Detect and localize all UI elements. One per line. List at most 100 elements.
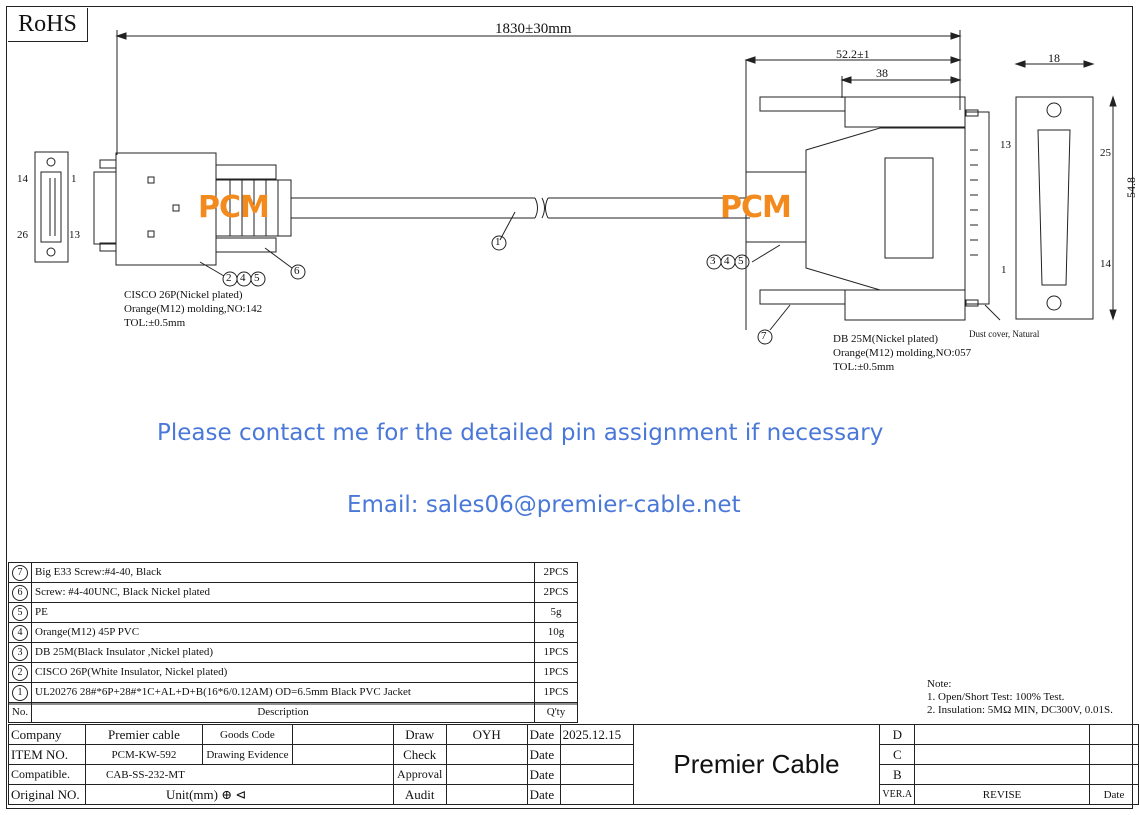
part-quantity: 5g xyxy=(534,602,578,623)
db25-connector-side xyxy=(744,56,990,330)
pin-assignment-notice: Please contact me for the detailed pin a… xyxy=(157,420,884,446)
revise-label: REVISE xyxy=(914,784,1090,805)
check-label: Check xyxy=(392,744,447,765)
right-connector-line-3: TOL:±0.5mm xyxy=(833,361,895,373)
part-description: DB 25M(Black Insulator ,Nickel plated) xyxy=(31,642,535,663)
cisco-face-view xyxy=(34,151,69,263)
note-insulation: 2. Insulation: 5MΩ MIN, DC300V, 0.01S. xyxy=(927,704,1113,716)
part-number-circle: 3 xyxy=(12,645,28,661)
approval-label: Approval xyxy=(392,764,447,785)
left-connector-line-3: TOL:±0.5mm xyxy=(124,317,186,329)
item-no-label: ITEM NO. xyxy=(8,744,86,765)
part-number: 5 xyxy=(8,602,32,623)
unit-label: Unit(mm) ⊕ ⊲ xyxy=(84,784,394,805)
date-label-4: Date xyxy=(526,784,561,805)
part-number: 2 xyxy=(8,662,32,683)
part-description: PE xyxy=(31,602,535,623)
date-label-2: Date xyxy=(526,744,561,765)
note-title: Note: xyxy=(927,678,952,690)
callout-4b-num: 4 xyxy=(724,255,730,267)
part-number: 1 xyxy=(8,682,32,703)
draw-label: Draw xyxy=(392,724,447,745)
unit-text: Unit(mm) xyxy=(165,786,218,802)
part-quantity: 1PCS xyxy=(534,642,578,663)
part-quantity: 2PCS xyxy=(534,582,578,603)
part-description: Orange(M12) 45P PVC xyxy=(31,622,535,643)
db-length-dimension: 52.2±1 xyxy=(836,47,870,61)
part-number-circle: 5 xyxy=(12,605,28,621)
rev-d: D xyxy=(879,724,916,745)
part-quantity: 10g xyxy=(534,622,578,643)
right-connector-line-2: Orange(M12) molding,NO:057 xyxy=(833,347,972,359)
pcm-logo-right: PCM xyxy=(720,190,792,225)
left-connector-line-1: CISCO 26P(Nickel plated) xyxy=(124,289,243,301)
cisco-pin-1: 1 xyxy=(71,173,77,185)
header-qty: Q'ty xyxy=(534,702,578,723)
contact-email[interactable]: Email: sales06@premier-cable.net xyxy=(347,492,741,518)
part-number: 3 xyxy=(8,642,32,663)
header-description: Description xyxy=(31,702,535,723)
drawing-evidence-label: Drawing Evidence xyxy=(201,744,293,765)
cisco-pin-14: 14 xyxy=(17,173,28,185)
original-no-label: Original NO. xyxy=(8,784,86,805)
item-no-value: PCM-KW-592 xyxy=(84,744,203,765)
part-number: 7 xyxy=(8,562,32,583)
part-number: 4 xyxy=(8,622,32,643)
version-label: VER.A xyxy=(879,784,916,805)
db-pin-1: 1 xyxy=(1001,264,1007,276)
part-number: 6 xyxy=(8,582,32,603)
callout-4-num: 4 xyxy=(240,272,246,284)
part-quantity: 2PCS xyxy=(534,562,578,583)
front-height-dimension: 54.8 xyxy=(1124,177,1138,198)
draw-value: OYH xyxy=(445,724,528,745)
brand-name: Premier Cable xyxy=(632,724,881,805)
pcm-logo-left: PCM xyxy=(198,190,270,225)
callout-2-num: 2 xyxy=(226,272,232,284)
cisco-pin-26: 26 xyxy=(17,229,28,241)
date-label-1: Date xyxy=(526,724,561,745)
callout-5-num: 5 xyxy=(254,272,260,284)
goods-code-label: Goods Code xyxy=(201,724,293,745)
callout-7-num: 7 xyxy=(761,330,767,342)
db-pin-14: 14 xyxy=(1100,258,1111,270)
header-no: No. xyxy=(8,702,32,723)
rohs-label: RoHS xyxy=(8,8,88,42)
note-open-short: 1. Open/Short Test: 100% Test. xyxy=(927,691,1065,703)
db25-front-view xyxy=(1014,60,1117,321)
callout-1-num: 1 xyxy=(495,236,501,248)
part-number-circle: 2 xyxy=(12,665,28,681)
part-number-circle: 4 xyxy=(12,625,28,641)
right-connector-line-1: DB 25M(Nickel plated) xyxy=(833,333,939,345)
db-pin-25: 25 xyxy=(1100,147,1111,159)
length-dimension: 1830±30mm xyxy=(495,21,572,37)
left-connector-notes: CISCO 26P(Nickel plated) Orange(M12) mol… xyxy=(124,288,262,330)
rev-b: B xyxy=(879,764,916,785)
drawing-frame xyxy=(6,6,1133,809)
callout-6-num: 6 xyxy=(294,265,300,277)
title-block: Company Premier cable Goods Code Draw OY… xyxy=(8,724,1139,805)
part-number-circle: 6 xyxy=(12,585,28,601)
part-description: CISCO 26P(White Insulator, Nickel plated… xyxy=(31,662,535,683)
cable xyxy=(291,197,750,219)
date-value: 2025.12.15 xyxy=(559,724,634,745)
compatible-label: Compatible. xyxy=(8,764,86,785)
part-number-circle: 1 xyxy=(12,685,28,701)
cisco-pin-13: 13 xyxy=(69,229,80,241)
rev-c: C xyxy=(879,744,916,765)
db-pin-13: 13 xyxy=(1000,139,1011,151)
projection-symbol-icon: ⊕ ⊲ xyxy=(221,786,247,802)
part-description: Screw: #4-40UNC, Black Nickel plated xyxy=(31,582,535,603)
audit-label: Audit xyxy=(392,784,447,805)
part-number-circle: 7 xyxy=(12,565,28,581)
db-body-dimension: 38 xyxy=(876,66,888,80)
left-connector-line-2: Orange(M12) molding,NO:142 xyxy=(124,303,263,315)
part-description: UL20276 28#*6P+28#*1C+AL+D+B(16*6/0.12AM… xyxy=(31,682,535,703)
callout-3-num: 3 xyxy=(710,255,716,267)
dust-cover-note: Dust cover, Natural xyxy=(969,329,1040,339)
